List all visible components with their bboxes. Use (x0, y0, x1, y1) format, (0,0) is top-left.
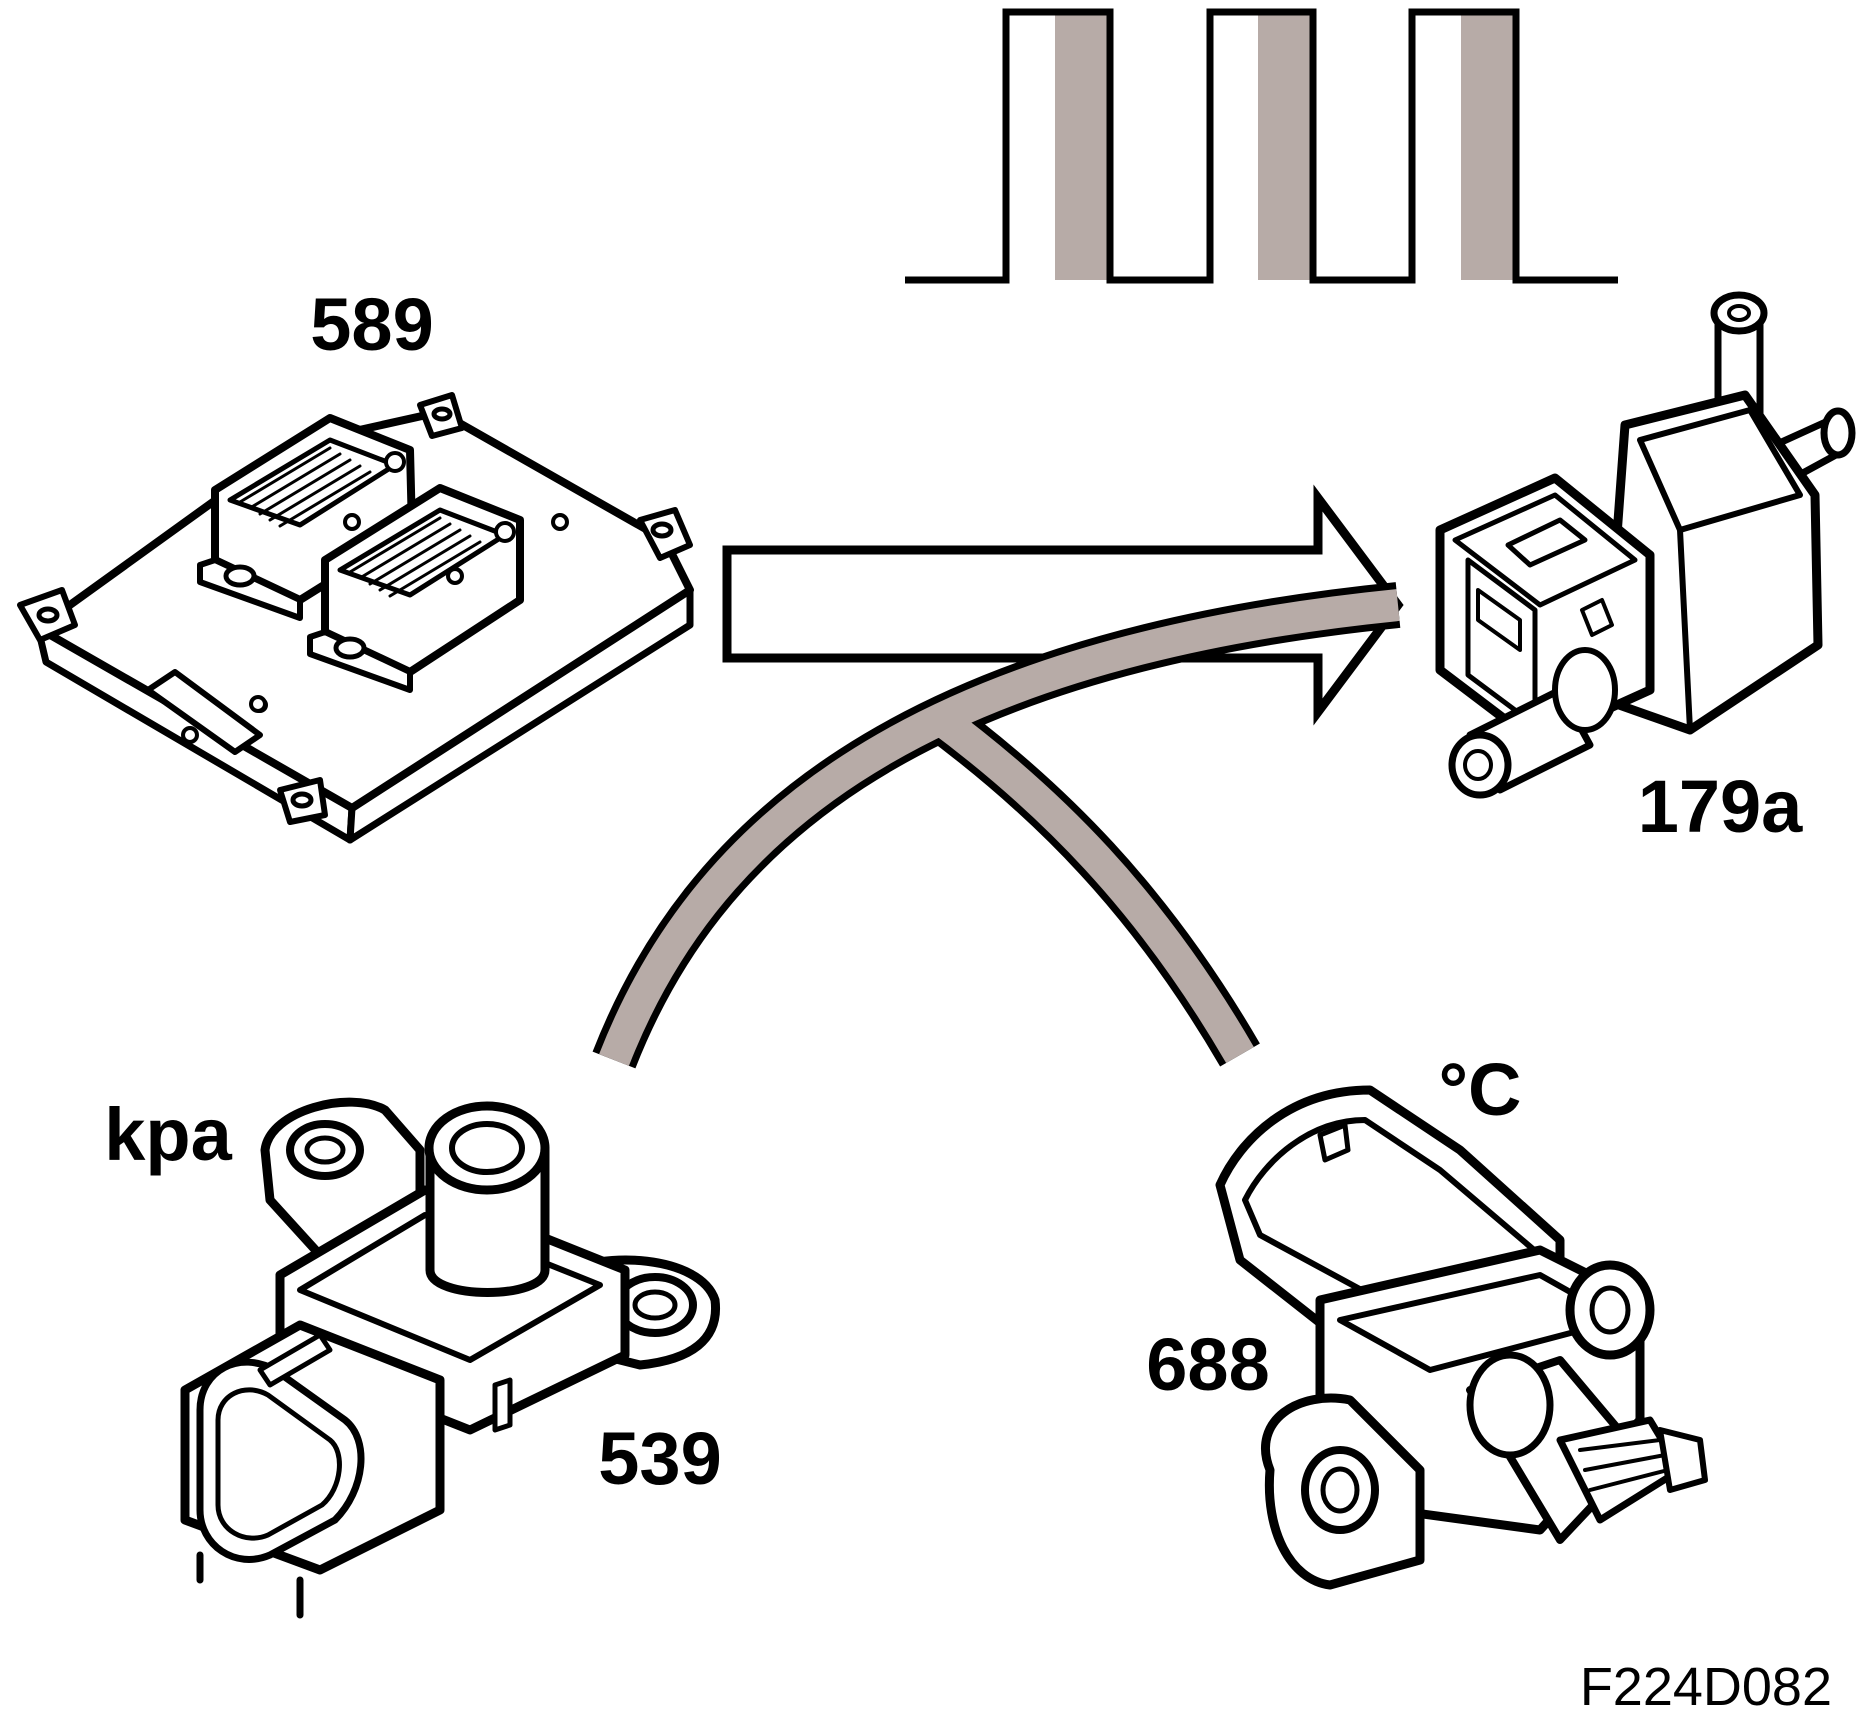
pwm-duty-band-2 (1258, 15, 1313, 280)
ecu-control-module (17, 392, 694, 844)
pwm-duty-band-3 (1461, 15, 1516, 280)
pwm-waveform-line (905, 8, 1618, 284)
pressure-unit-label: kpa (104, 1093, 232, 1176)
temperature-sensor (1215, 1085, 1708, 1590)
figure-code: F224D082 (1580, 1657, 1832, 1713)
signal-flow-bands (592, 582, 1401, 1069)
pwm-duty-band-1 (1055, 15, 1110, 280)
ecu-label: 589 (310, 283, 433, 366)
pressure-sensor-label: 539 (598, 1417, 721, 1500)
solenoid-valve (1435, 291, 1856, 799)
valve-label: 179a (1638, 765, 1803, 848)
temperature-sensor-label: 688 (1146, 1323, 1269, 1406)
flow-band-pressure (592, 582, 1401, 1069)
pressure-sensor (180, 1097, 721, 1619)
output-arrow (722, 484, 1404, 726)
pwm-signal-waveform (905, 8, 1618, 284)
temperature-unit-label: °C (1438, 1048, 1521, 1131)
